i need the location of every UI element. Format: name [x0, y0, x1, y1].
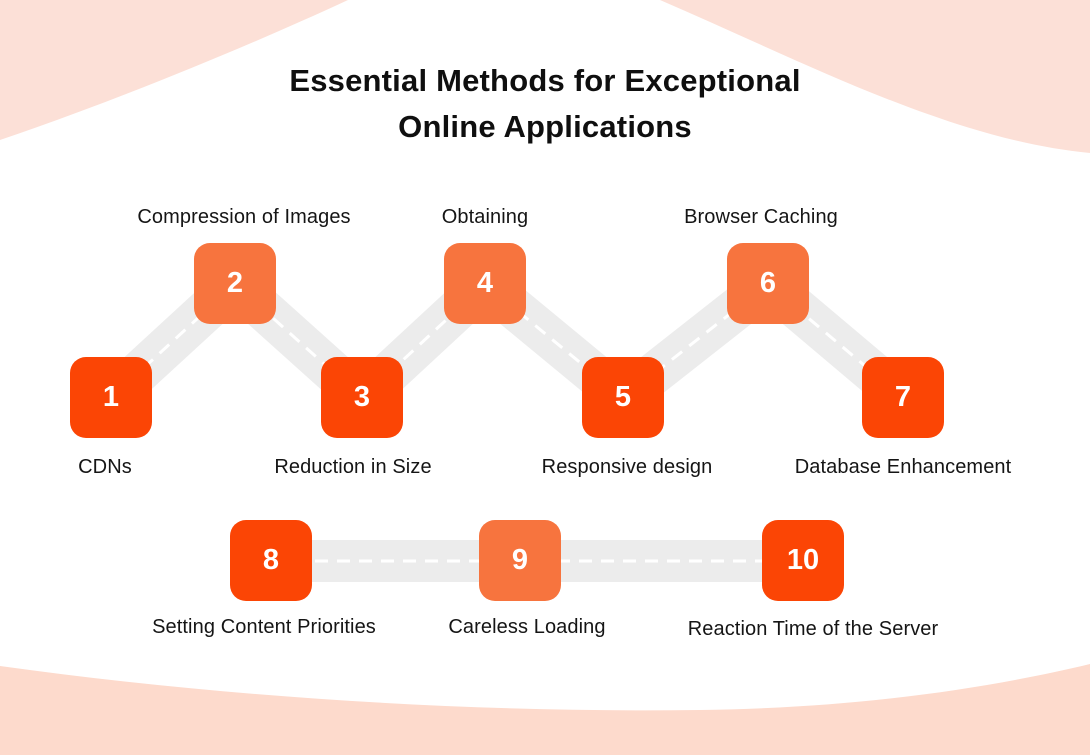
page-title-line-1: Essential Methods for Exceptional: [289, 63, 801, 98]
step-square-8: 8: [230, 520, 312, 601]
step-square-9: 9: [479, 520, 561, 601]
step-square-7: 7: [862, 357, 944, 438]
step-number: 2: [226, 267, 244, 299]
step-square-1: 1: [70, 357, 152, 438]
step-number: 6: [759, 267, 777, 299]
step-label-compression: Compression of Images: [137, 206, 351, 228]
step-number: 7: [894, 381, 912, 413]
step-number: 8: [262, 544, 280, 576]
step-number: 9: [511, 544, 529, 576]
step-label-content-priorities: Setting Content Priorities: [152, 616, 376, 638]
step-label-careless-loading: Careless Loading: [448, 616, 606, 638]
step-number: 5: [614, 381, 632, 413]
step-number: 1: [102, 381, 120, 413]
step-number: 3: [353, 381, 371, 413]
wave-bottom: [0, 664, 1090, 755]
wave-top-left: [0, 0, 348, 140]
page-title: Essential Methods for Exceptional Online…: [0, 58, 1090, 150]
step-number: 10: [786, 544, 820, 576]
step-square-10: 10: [762, 520, 844, 601]
wave-top-right: [660, 0, 1090, 153]
step-square-4: 4: [444, 243, 526, 324]
step-square-3: 3: [321, 357, 403, 438]
step-label-cdns: CDNs: [78, 456, 132, 478]
step-label-database: Database Enhancement: [794, 456, 1012, 478]
step-label-obtaining: Obtaining: [441, 206, 529, 228]
step-number: 4: [476, 267, 494, 299]
step-label-reduction: Reduction in Size: [274, 456, 432, 478]
step-square-6: 6: [727, 243, 809, 324]
page-title-line-2: Online Applications: [398, 109, 692, 144]
step-square-5: 5: [582, 357, 664, 438]
step-label-reaction-time: Reaction Time of the Server: [687, 618, 939, 640]
step-square-2: 2: [194, 243, 276, 324]
step-label-browser-caching: Browser Caching: [684, 206, 838, 228]
step-label-responsive: Responsive design: [541, 456, 713, 478]
